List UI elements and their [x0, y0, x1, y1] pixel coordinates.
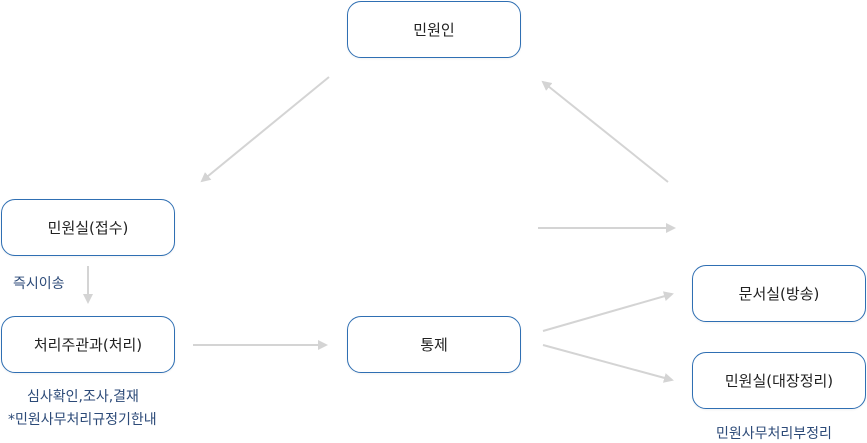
arrow-right-to-petitioner — [541, 80, 669, 183]
arrow-control-to-document-office — [542, 291, 674, 332]
arrow-control-to-arrangement — [542, 344, 674, 383]
node-arrangement: 민원실(대장정리) — [692, 352, 866, 409]
node-petitioner: 민원인 — [347, 1, 521, 58]
note-ledger: 민원사무처리부정리 — [716, 426, 832, 442]
node-document-office: 문서실(방송) — [692, 265, 866, 322]
note-immediate-transfer: 즉시이송 — [13, 276, 65, 292]
node-reception: 민원실(접수) — [1, 199, 175, 256]
arrow-petitioner-to-reception — [200, 76, 330, 183]
node-processing: 처리주관과(처리) — [1, 316, 175, 373]
note-review-line-2: *민원사무처리규정기한내 — [8, 412, 157, 428]
node-control: 통제 — [347, 316, 521, 373]
note-review-line-1: 심사확인,조사,결재 — [27, 389, 139, 405]
